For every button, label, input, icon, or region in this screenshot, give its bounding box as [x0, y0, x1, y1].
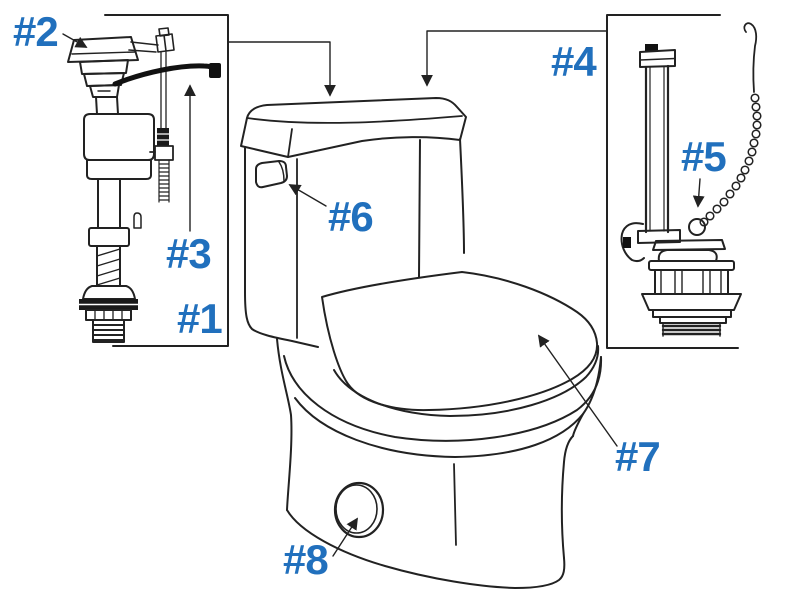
callout-arrows	[62, 33, 705, 557]
fill-valve-cap	[67, 36, 139, 63]
fill-valve-assembly-illustration	[67, 27, 221, 343]
arrow-to-seat	[537, 334, 618, 447]
toilet-seat	[321, 271, 599, 412]
tank-handle	[255, 160, 288, 189]
part-label-4: #4	[551, 38, 597, 85]
refill-tube-rod	[160, 51, 167, 129]
connector-box4-to-tank	[421, 30, 608, 87]
tank-body	[244, 138, 465, 348]
arrow-to-handle	[288, 184, 327, 207]
part-label-1: #1	[177, 295, 223, 342]
part-label-8: #8	[283, 536, 329, 583]
flapper-chain	[699, 22, 762, 227]
bowl-rim-band	[283, 355, 603, 442]
toilet-illustration	[240, 97, 603, 589]
arrow-to-cleanout-cap	[332, 517, 358, 557]
part-label-3: #3	[166, 230, 212, 277]
bowl-underside-curve	[294, 397, 584, 458]
toilet-base	[276, 338, 602, 589]
flush-valve-assembly-illustration	[620, 22, 762, 337]
arrow-to-fill-valve-cap	[62, 33, 88, 48]
refill-hose-connector	[209, 63, 221, 78]
overflow-tube	[639, 44, 676, 234]
part-label-2: #2	[13, 8, 59, 55]
connector-box1-to-tank	[227, 41, 336, 97]
part-label-6: #6	[328, 193, 374, 240]
part-box-1	[104, 14, 229, 347]
part-label-7: #7	[615, 433, 661, 480]
seat-edge-band	[333, 345, 600, 417]
flapper	[641, 218, 742, 337]
cleanout-cap	[333, 481, 385, 539]
fill-valve-float	[83, 113, 155, 161]
arrow-to-flapper	[692, 178, 705, 208]
refill-tube-coil	[158, 159, 170, 203]
part-label-5: #5	[681, 133, 727, 180]
connector-arrows	[227, 30, 608, 97]
part-box-4	[606, 14, 739, 349]
tank-lid	[240, 97, 467, 158]
